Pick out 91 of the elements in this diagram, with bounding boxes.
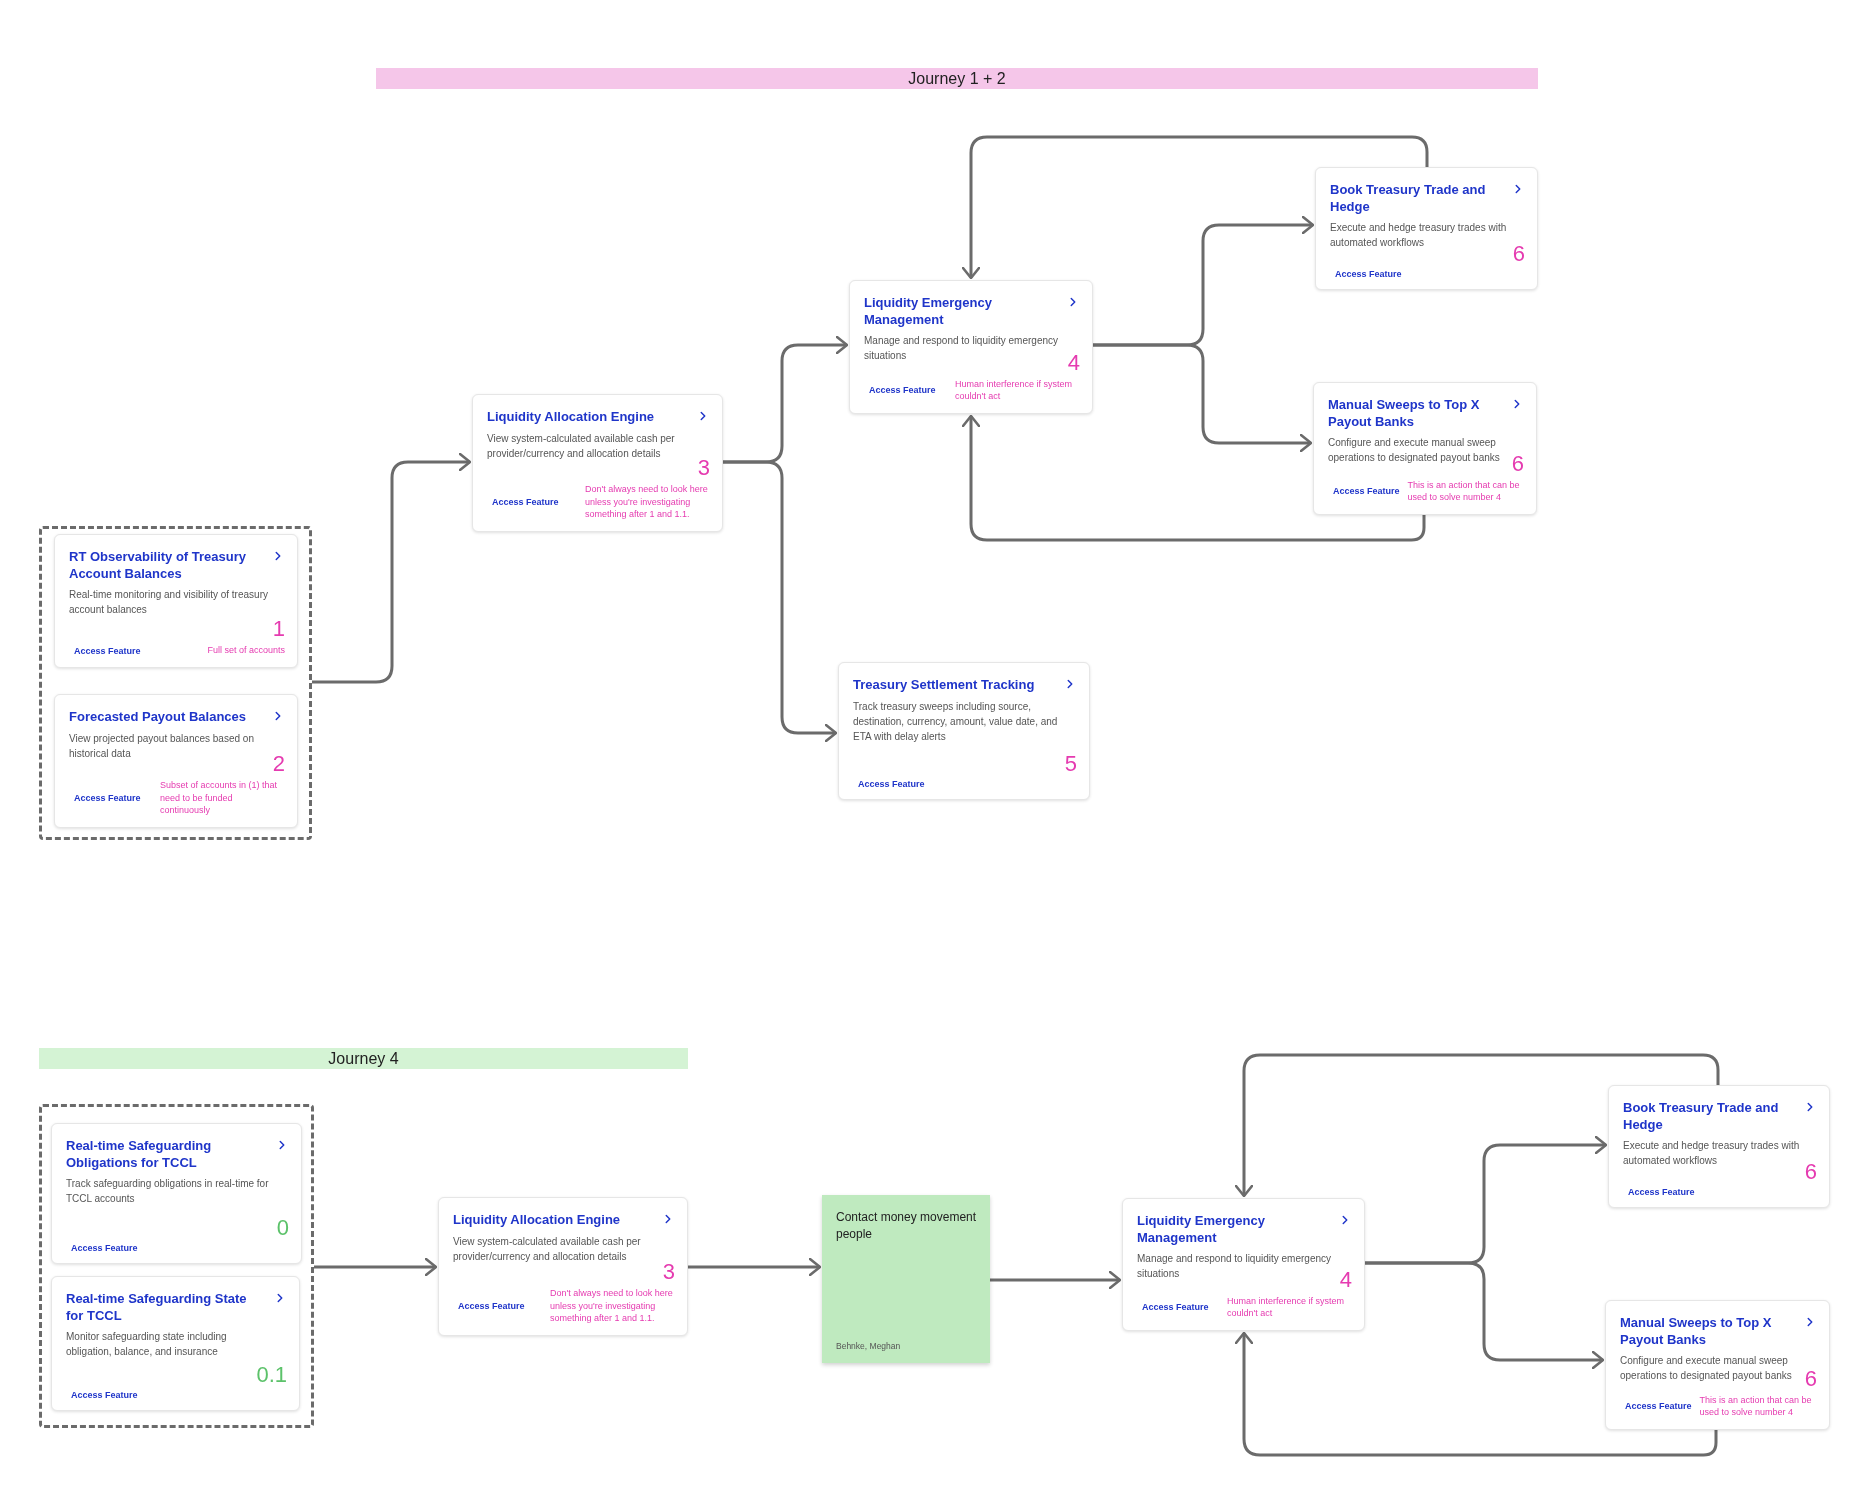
step-number: 6 (1804, 1161, 1817, 1183)
feature-card (1315, 167, 1538, 290)
card-title: Real-time Safeguarding Obligations for TCCL (66, 1138, 213, 1172)
access-feature-link: Access Feature (1333, 486, 1400, 497)
card-description: Configure and execute manual sweep operations to designated payout banks (1620, 1354, 1793, 1384)
connector-arrow (688, 1257, 822, 1277)
card-title: Liquidity Emergency Management (864, 295, 993, 329)
card-description: Track treasury sweeps including source, destination, currency, amount, value date, and ETA with delay alerts (853, 699, 1059, 744)
access-feature-link: Access Feature (71, 1243, 138, 1253)
step-number: 5 (1064, 753, 1077, 775)
journey-banner (376, 68, 1538, 89)
card-note: This is an action that can be used to solve number 4 (1407, 478, 1521, 504)
access-feature-link: Access Feature (492, 497, 559, 508)
dashed-group-box (39, 526, 312, 840)
sticky-note (822, 1195, 990, 1363)
access-feature-link: Access Feature (1335, 269, 1402, 279)
step-number: 4 (1067, 351, 1080, 374)
card-title: Liquidity Allocation Engine (453, 1212, 621, 1229)
card-description: Monitor safeguarding state including obligation, balance, and insurance (66, 1330, 228, 1360)
feature-card (472, 394, 723, 532)
card-description: Execute and hedge treasury trades with automated workflows (1623, 1139, 1801, 1169)
card-note: This is an action that can be used to solve number 4 (1699, 1393, 1813, 1419)
connector-arrow (723, 460, 838, 743)
connector-arrow (314, 1257, 438, 1277)
connector-arrow (1093, 343, 1313, 453)
step-number: 6 (1512, 243, 1525, 265)
access-feature-link: Access Feature (1628, 1187, 1695, 1197)
card-note: Full set of accounts (207, 644, 285, 657)
step-number: 0 (276, 1217, 289, 1239)
card-title: Liquidity Emergency Management (1137, 1213, 1266, 1247)
card-title: Manual Sweeps to Top X Payout Banks (1620, 1315, 1773, 1349)
card-title: Book Treasury Trade and Hedge (1330, 182, 1487, 216)
feature-card (1122, 1198, 1365, 1331)
feature-card (438, 1197, 688, 1336)
card-description: Manage and respond to liquidity emergency situations (1137, 1252, 1332, 1282)
card-title: Real-time Safeguarding State for TCCL (66, 1291, 248, 1325)
step-number: 0.1 (256, 1364, 287, 1386)
feature-card (54, 534, 298, 668)
card-description: View system-calculated available cash per provider/currency and allocation details (453, 1234, 642, 1264)
journey-banner (39, 1048, 688, 1069)
card-description: Real-time monitoring and visibility of treasury account balances (69, 588, 269, 618)
card-title: RT Observability of Treasury Account Balances (69, 549, 247, 583)
feature-card (1608, 1085, 1830, 1208)
card-note: Don't always need to look here unless you're investigating something after 1 and 1.1. (550, 1287, 674, 1325)
card-title: Book Treasury Trade and Hedge (1623, 1100, 1780, 1134)
card-note: Human interference if system couldn't act (955, 377, 1074, 403)
card-description: View system-calculated available cash per provider/currency and allocation details (487, 431, 676, 461)
step-number: 3 (697, 457, 710, 480)
feature-card (1605, 1300, 1830, 1430)
card-description: Manage and respond to liquidity emergency situations (864, 334, 1059, 364)
card-note: Don't always need to look here unless you're investigating something after 1 and 1.1. (585, 483, 709, 521)
feature-card (1313, 382, 1537, 515)
connector-arrow (312, 452, 472, 684)
feature-card (51, 1276, 300, 1411)
card-title: Treasury Settlement Tracking (853, 677, 1035, 694)
connector-arrow (1365, 1261, 1605, 1370)
card-note: Subset of accounts in (1) that need to be funded continuously (160, 779, 279, 817)
card-title: Liquidity Allocation Engine (487, 409, 655, 426)
connector-arrow (961, 135, 1429, 280)
access-feature-link: Access Feature (74, 645, 141, 656)
step-number: 4 (1339, 1268, 1352, 1291)
note-author: Behnke, Meghan (836, 1341, 902, 1351)
access-feature-link: Access Feature (74, 793, 141, 804)
step-number: 1 (272, 618, 285, 641)
access-feature-link: Access Feature (458, 1301, 525, 1312)
dashed-group-box (39, 1104, 314, 1428)
note-text: Contact money movement people (836, 1209, 978, 1244)
access-feature-link: Access Feature (858, 779, 925, 789)
connector-arrow (990, 1270, 1122, 1290)
feature-card (849, 280, 1093, 414)
card-description: View projected payout balances based on historical data (69, 731, 255, 761)
step-number: 6 (1804, 1367, 1817, 1390)
access-feature-link: Access Feature (1142, 1302, 1209, 1313)
step-number: 6 (1511, 452, 1524, 475)
card-description: Execute and hedge treasury trades with automated workflows (1330, 221, 1508, 251)
card-description: Configure and execute manual sweep operations to designated payout banks (1328, 436, 1501, 466)
banner-title: Journey 1 + 2 (908, 70, 1006, 87)
card-note: Human interference if system couldn't act (1227, 1294, 1346, 1320)
card-title: Forecasted Payout Balances (69, 709, 247, 726)
card-title: Manual Sweeps to Top X Payout Banks (1328, 397, 1481, 431)
card-description: Track safeguarding obligations in real-time for TCCL accounts (66, 1177, 270, 1207)
feature-card (54, 694, 298, 828)
connector-arrow (1234, 1053, 1720, 1198)
step-number: 2 (272, 753, 285, 776)
access-feature-link: Access Feature (71, 1390, 138, 1400)
step-number: 3 (662, 1261, 675, 1284)
access-feature-link: Access Feature (1625, 1401, 1692, 1412)
feature-card (51, 1123, 302, 1264)
feature-card (838, 662, 1090, 800)
access-feature-link: Access Feature (869, 385, 936, 396)
banner-title: Journey 4 (328, 1050, 399, 1067)
